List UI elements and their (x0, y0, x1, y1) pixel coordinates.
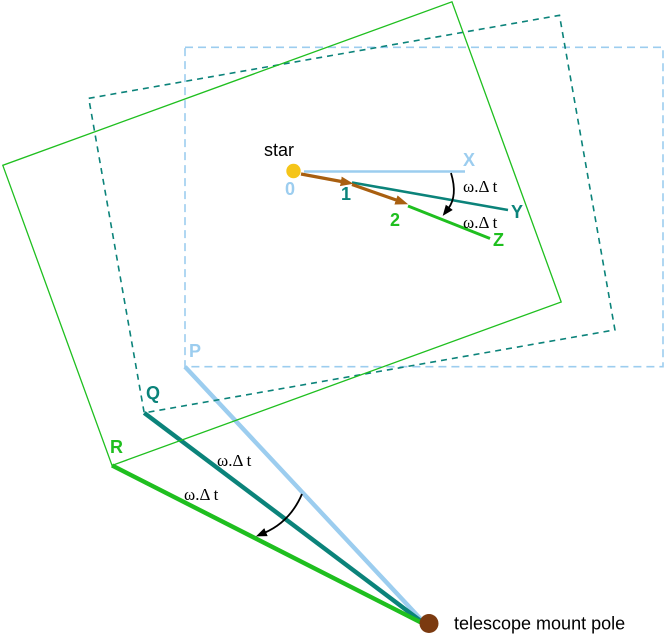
axis-x-label: X (463, 150, 475, 170)
star-position-2-label: 2 (390, 210, 400, 230)
star-position-0-label: 0 (285, 179, 295, 199)
corner-r-label: R (110, 437, 123, 457)
frame-1-pole-line (142, 411, 425, 625)
field-frame-0 (183, 46, 664, 624)
corner-p-label: P (189, 341, 201, 361)
angle-label-xy: ω.Δ t (463, 177, 498, 196)
rotation-arrow-upper (442, 172, 455, 216)
frame-0-outline (184, 46, 664, 368)
angle-label-pq: ω.Δ t (217, 451, 252, 470)
drift-arrow-1-2 (351, 182, 409, 205)
telescope-mount-pole-label: telescope mount pole (454, 614, 625, 634)
rotation-arrow-lower (255, 493, 303, 537)
star-dot (286, 163, 301, 179)
frame-0-pole-line (183, 365, 425, 624)
frame-2-outline (1, 0, 563, 467)
angle-label-qr: ω.Δ t (184, 485, 219, 504)
drift-arrow-0-1 (300, 172, 354, 187)
star-track-y-line (351, 181, 509, 212)
star-position-1-label: 1 (341, 184, 351, 204)
telescope-mount-pole-dot (419, 614, 439, 633)
axis-y-label: Y (511, 202, 523, 222)
field-frame-2 (1, 0, 563, 626)
frame-2-pole-line (111, 463, 424, 626)
frame-1-outline (87, 14, 616, 414)
angle-label-yz: ω.Δ t (463, 213, 498, 232)
star-track-z-line (407, 204, 491, 240)
star-label: star (264, 140, 294, 160)
corner-q-label: Q (146, 383, 160, 403)
field-frame-1 (87, 14, 616, 625)
axis-z-label: Z (493, 230, 504, 250)
